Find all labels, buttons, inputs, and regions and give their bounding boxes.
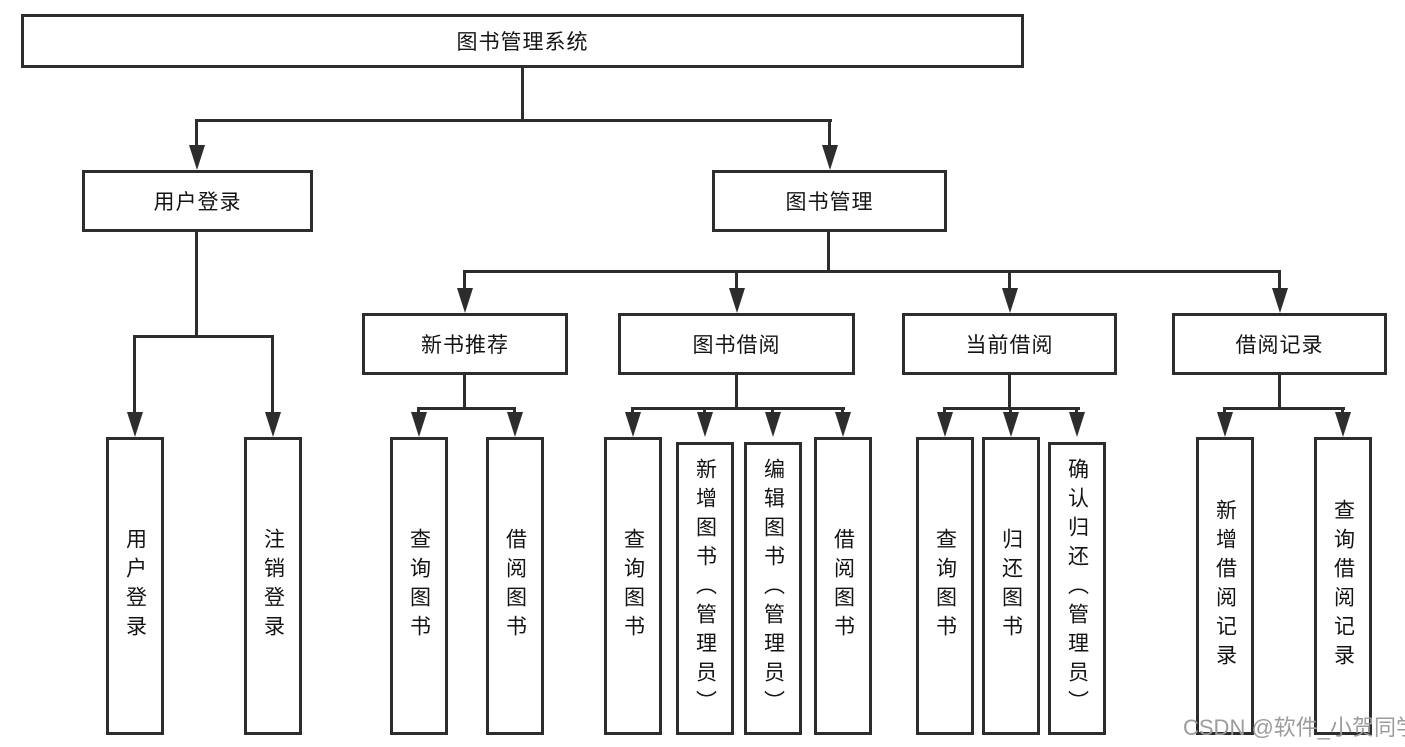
connector-to-leaf (841, 407, 844, 415)
connector-to-leaf (631, 407, 634, 415)
connector-to-leaf (417, 407, 420, 415)
node-book-borrowing: 图书借阅 (618, 313, 855, 375)
connector-user-login-stem (195, 232, 198, 336)
connector-to-leaf (703, 407, 706, 415)
connector-to-current (1008, 270, 1011, 291)
node-user-login: 用户登录 (82, 170, 313, 232)
connector-to-leaf (513, 407, 516, 415)
connector-stem (1278, 375, 1281, 408)
connector-branch (631, 407, 845, 410)
leaf-add-books-admin: 新增图书（管理员） (676, 442, 734, 735)
connector-book-mgmt-stem (827, 232, 830, 271)
arrowhead-down-icon (457, 288, 473, 313)
leaf-add-borrow-record: 新增借阅记录 (1196, 437, 1254, 735)
connector-level3-branch (463, 270, 1281, 273)
connector-level1-branch (195, 119, 832, 122)
connector-branch (1223, 407, 1345, 410)
arrowhead-down-icon (507, 412, 523, 437)
leaf-borrow-books: 借阅图书 (486, 437, 544, 735)
connector-to-leaf (1341, 407, 1344, 415)
arrowhead-down-icon (1003, 412, 1019, 437)
leaf-query-books: 查询图书 (916, 437, 974, 735)
connector-to-user-login (195, 119, 198, 150)
connector-to-records (1278, 270, 1281, 291)
connector-to-leaf (133, 335, 136, 415)
leaf-borrow-books: 借阅图书 (814, 437, 872, 735)
arrowhead-down-icon (1335, 412, 1351, 437)
leaf-query-books: 查询图书 (390, 437, 448, 735)
connector-root-stem (521, 68, 524, 120)
leaf-return-books: 归还图书 (982, 437, 1040, 735)
connector-to-leaf (271, 335, 274, 415)
connector-to-book-mgmt (828, 119, 831, 150)
node-new-book-recommend: 新书推荐 (362, 313, 568, 375)
leaf-confirm-return-admin: 确认归还（管理员） (1048, 442, 1106, 735)
arrowhead-down-icon (822, 145, 838, 170)
connector-to-leaf (1223, 407, 1226, 415)
csdn-watermark: CSDN @软件_小贺同学 (1183, 715, 1405, 740)
arrowhead-down-icon (835, 412, 851, 437)
node-current-borrowing: 当前借阅 (902, 313, 1117, 375)
arrowhead-down-icon (265, 412, 281, 437)
node-book-management: 图书管理 (712, 170, 947, 232)
arrowhead-down-icon (1217, 412, 1233, 437)
leaf-logout: 注销登录 (244, 437, 302, 735)
connector-to-leaf (1009, 407, 1012, 415)
arrowhead-down-icon (189, 145, 205, 170)
arrowhead-down-icon (937, 412, 953, 437)
arrowhead-down-icon (765, 412, 781, 437)
arrowhead-down-icon (411, 412, 427, 437)
connector-stem (1008, 375, 1011, 408)
connector-to-borrow (735, 270, 738, 291)
arrowhead-down-icon (1002, 288, 1018, 313)
connector-to-leaf (943, 407, 946, 415)
node-borrow-records: 借阅记录 (1172, 313, 1387, 375)
leaf-query-borrow-record: 查询借阅记录 (1314, 437, 1372, 735)
connector-stem (735, 375, 738, 408)
connector-to-leaf (771, 407, 774, 415)
connector-stem (463, 375, 466, 408)
connector-to-new-book (463, 270, 466, 291)
leaf-user-login: 用户登录 (106, 437, 164, 735)
leaf-edit-books-admin: 编辑图书（管理员） (744, 442, 802, 735)
arrowhead-down-icon (729, 288, 745, 313)
arrowhead-down-icon (1272, 288, 1288, 313)
arrowhead-down-icon (127, 412, 143, 437)
arrowhead-down-icon (1069, 412, 1085, 437)
leaf-query-books: 查询图书 (604, 437, 662, 735)
connector-branch (417, 407, 516, 410)
arrowhead-down-icon (625, 412, 641, 437)
connector-user-login-branch (133, 335, 274, 338)
arrowhead-down-icon (697, 412, 713, 437)
connector-to-leaf (1075, 407, 1078, 415)
node-root: 图书管理系统 (21, 14, 1024, 68)
